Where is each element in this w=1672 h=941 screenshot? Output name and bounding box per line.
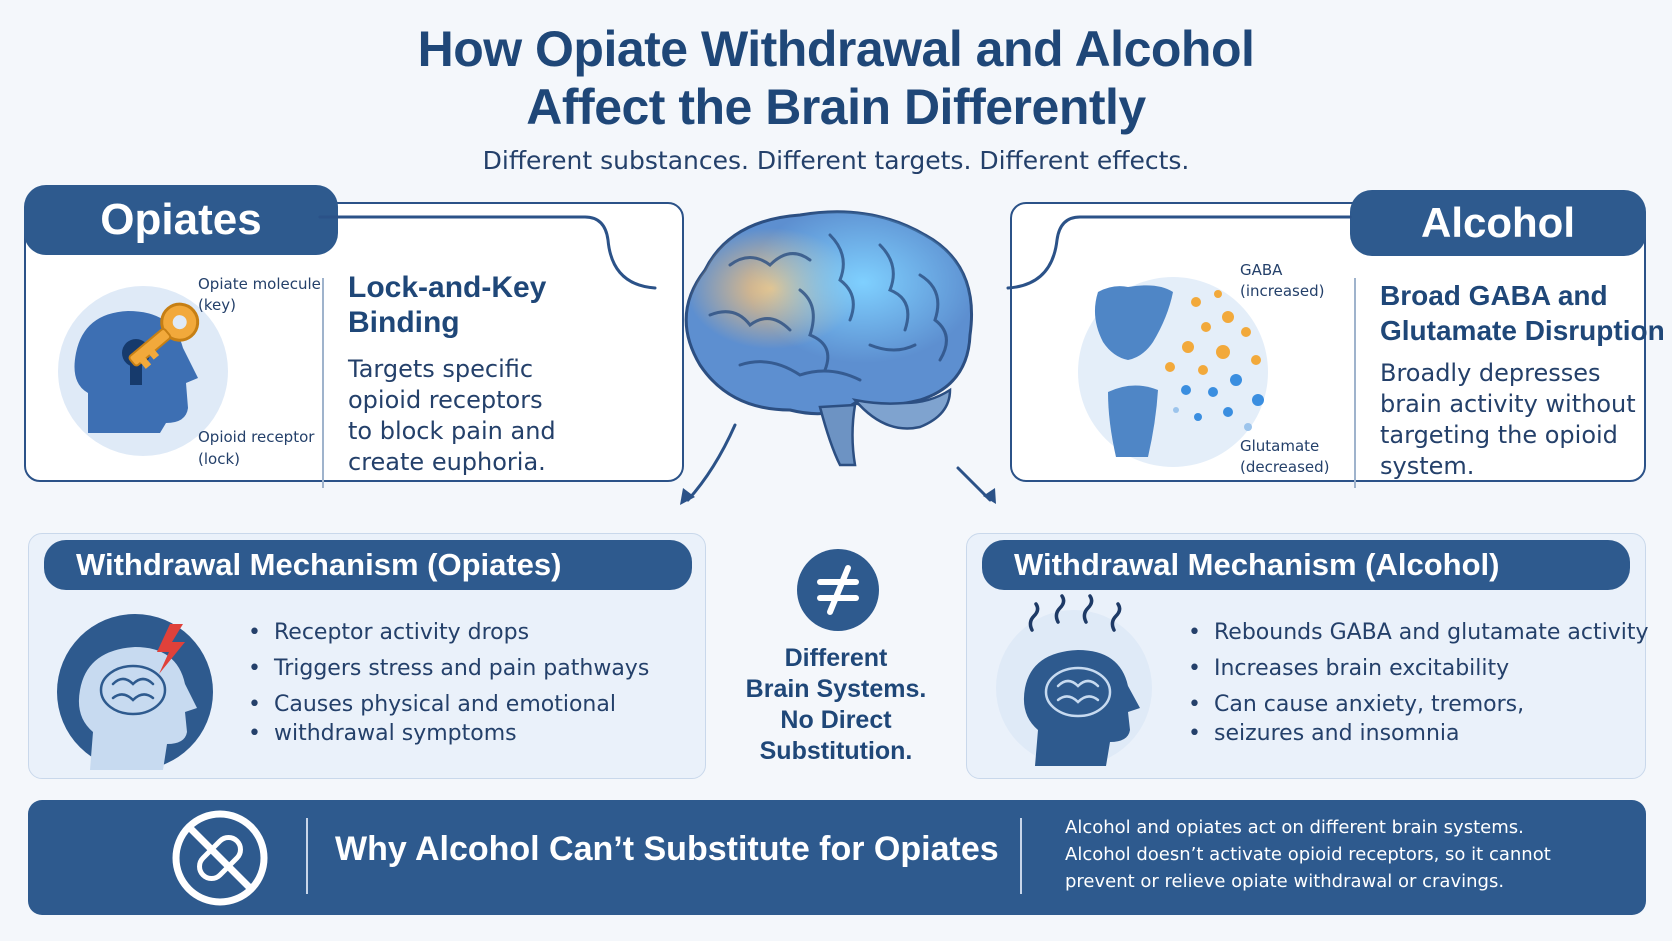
center-line-4: Substitution. [759,737,913,765]
bottom-banner [28,800,1646,915]
list-item-line-2: seizures and insomnia [1214,721,1460,746]
gaba-label: GABA [1240,261,1283,279]
opiates-desc-line-3: to block pain and [348,417,556,445]
opiates-heading-line-2: Binding [348,306,460,339]
center-statement: Different Brain Systems. No Direct Subst… [686,643,986,767]
list-item-line-1: Causes physical and emotional [274,692,616,717]
synapse-icon [1078,277,1268,467]
center-line-2: Brain Systems. [745,675,927,703]
page-title-line-2: Affect the Brain Differently [526,79,1146,135]
page-subtitle: Different substances. Different targets.… [482,146,1190,175]
gaba-sublabel: (increased) [1240,282,1325,300]
bottom-line-1: Alcohol and opiates act on different bra… [1065,817,1524,838]
bottom-line-3: prevent or relieve opiate withdrawal or … [1065,871,1505,892]
list-item: Causes physical and emotional [248,690,649,719]
no-pills-icon [172,810,268,906]
list-item: Triggers stress and pain pathways [248,654,649,683]
list-item: Receptor activity drops [248,618,649,647]
opioid-receptor-sublabel: (lock) [198,450,240,468]
center-line-1: Different [784,644,888,672]
opiates-divider [322,278,324,488]
lock-key-icon [58,286,228,456]
list-item-line-2: withdrawal symptoms [274,721,517,746]
alcohol-desc-line-4: system. [1380,452,1475,480]
glutamate-sublabel: (decreased) [1240,458,1330,476]
opioid-receptor-label: Opioid receptor [198,428,315,446]
list-item: Can cause anxiety, tremors, [1188,690,1648,719]
list-item: Increases brain excitability [1188,654,1648,683]
glutamate-label: Glutamate [1240,437,1320,455]
brain-illustration [684,210,974,467]
list-item: Rebounds GABA and glutamate activity [1188,618,1648,647]
bottom-divider-right [1020,818,1022,894]
alcohol-desc-line-3: targeting the opioid [1380,421,1618,449]
opiates-desc-line-1: Targets specific [348,355,534,383]
neurotransmitter-dots [1165,290,1264,431]
alcohol-heading-line-1: Broad GABA and [1380,280,1608,311]
page-title-line-1: How Opiate Withdrawal and Alcohol [417,21,1255,77]
excited-head-icon [996,594,1152,766]
alcohol-divider [1354,278,1356,488]
opiates-desc-line-4: create euphoria. [348,448,546,476]
opiates-desc-line-2: opioid receptors [348,386,543,414]
alcohol-tab: Alcohol [1350,190,1646,256]
alcohol-desc-line-1: Broadly depresses [1380,359,1601,387]
opiate-molecule-label: Opiate molecule [198,275,321,293]
alcohol-withdrawal-list: Rebounds GABA and glutamate activity Inc… [1188,618,1648,755]
list-item-continuation: seizures and insomnia [1188,719,1648,748]
opiates-heading-line-1: Lock-and-Key [348,271,547,304]
opiates-withdrawal-list: Receptor activity drops Triggers stress … [248,618,649,755]
opiates-withdrawal-title: Withdrawal Mechanism (Opiates) [44,540,692,590]
not-equal-icon [797,549,879,631]
list-item-continuation: withdrawal symptoms [248,719,649,748]
bottom-title: Why Alcohol Can’t Substitute for Opiates [335,830,999,868]
stressed-head-icon [57,614,213,770]
alcohol-withdrawal-title: Withdrawal Mechanism (Alcohol) [982,540,1630,590]
alcohol-desc-line-2: brain activity without [1380,390,1636,418]
center-line-3: No Direct [780,706,892,734]
bottom-explanation: Alcohol and opiates act on different bra… [1065,814,1625,895]
bottom-divider-left [306,818,308,894]
opiate-molecule-sublabel: (key) [198,296,236,314]
bottom-line-2: Alcohol doesn’t activate opioid receptor… [1065,844,1551,865]
opiates-tab: Opiates [24,185,338,255]
list-item-line-1: Can cause anxiety, tremors, [1214,692,1525,717]
alcohol-heading-line-2: Glutamate Disruption [1380,315,1665,346]
